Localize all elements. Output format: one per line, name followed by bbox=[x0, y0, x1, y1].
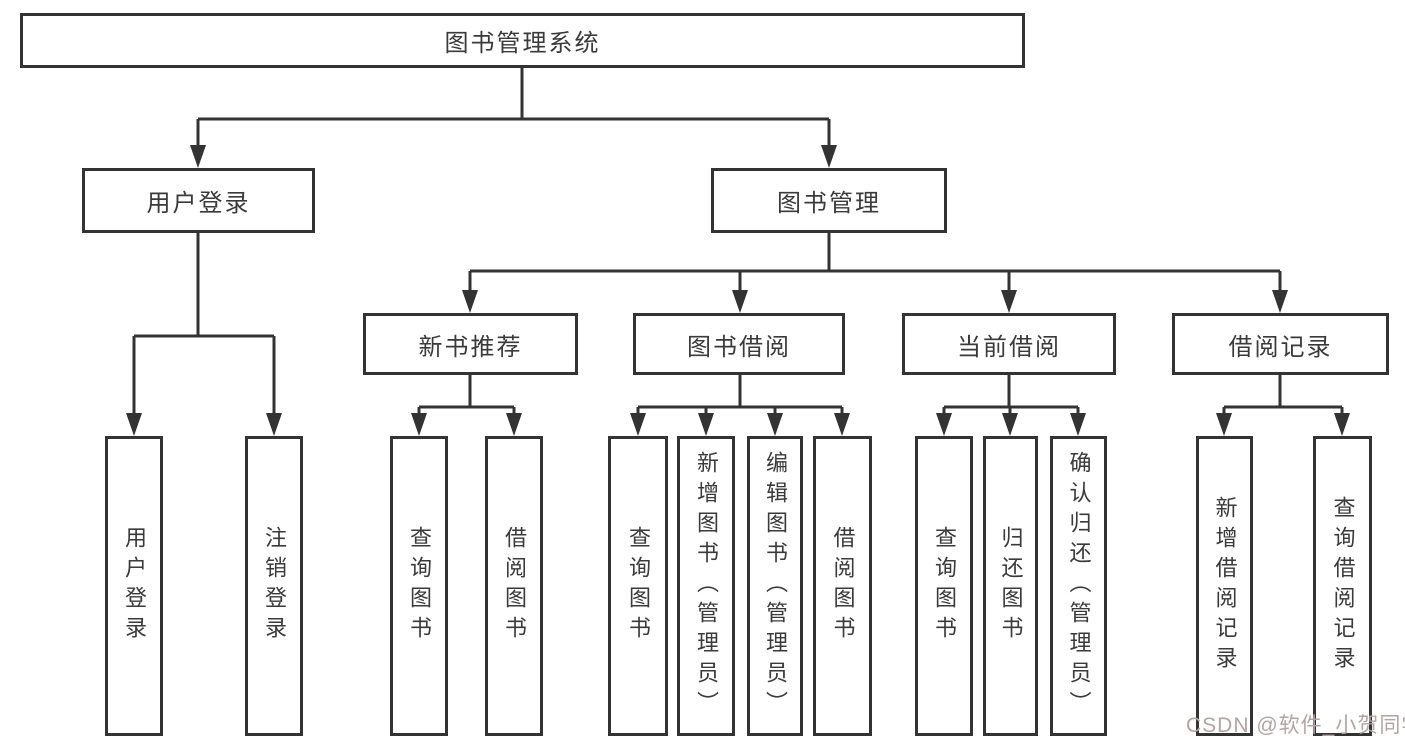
leaf-add-borrow-record: 新增借阅记录 bbox=[1196, 436, 1253, 736]
node-book-borrow: 图书借阅 bbox=[633, 313, 845, 375]
connector-root bbox=[190, 68, 837, 168]
node-current-borrow: 当前借阅 bbox=[902, 313, 1116, 375]
node-book-management: 图书管理 bbox=[711, 168, 947, 233]
leaf-edit-books-admin: 编辑图书（管理员） bbox=[747, 436, 803, 736]
csdn-watermark: CSDN @软件_小贺同学 bbox=[1186, 714, 1405, 737]
node-library-management-system: 图书管理系统 bbox=[20, 13, 1025, 68]
node-new-book-recommend: 新书推荐 bbox=[363, 313, 578, 375]
leaf-query-books-borrow: 查询图书 bbox=[608, 436, 668, 736]
leaf-borrow-books-recommend: 借阅图书 bbox=[485, 436, 543, 736]
leaf-query-books-current: 查询图书 bbox=[915, 436, 973, 736]
connector-borrow-records bbox=[1216, 375, 1350, 436]
node-borrow-records: 借阅记录 bbox=[1172, 313, 1389, 375]
leaf-user-login: 用户登录 bbox=[105, 436, 163, 736]
connector-new-book bbox=[411, 375, 522, 436]
node-user-login: 用户登录 bbox=[82, 168, 315, 233]
leaf-query-borrow-record: 查询借阅记录 bbox=[1313, 436, 1372, 736]
leaf-query-books-recommend: 查询图书 bbox=[390, 436, 448, 736]
leaf-logout: 注销登录 bbox=[245, 436, 303, 736]
connector-book-borrow bbox=[630, 375, 850, 436]
leaf-borrow-books: 借阅图书 bbox=[813, 436, 872, 736]
leaf-confirm-return-admin: 确认归还（管理员） bbox=[1050, 436, 1107, 736]
connector-book-management bbox=[462, 233, 1288, 313]
leaf-return-books: 归还图书 bbox=[983, 436, 1038, 736]
connector-current-borrow bbox=[936, 375, 1086, 436]
leaf-add-books-admin: 新增图书（管理员） bbox=[677, 436, 735, 736]
connector-user-login bbox=[126, 233, 282, 436]
